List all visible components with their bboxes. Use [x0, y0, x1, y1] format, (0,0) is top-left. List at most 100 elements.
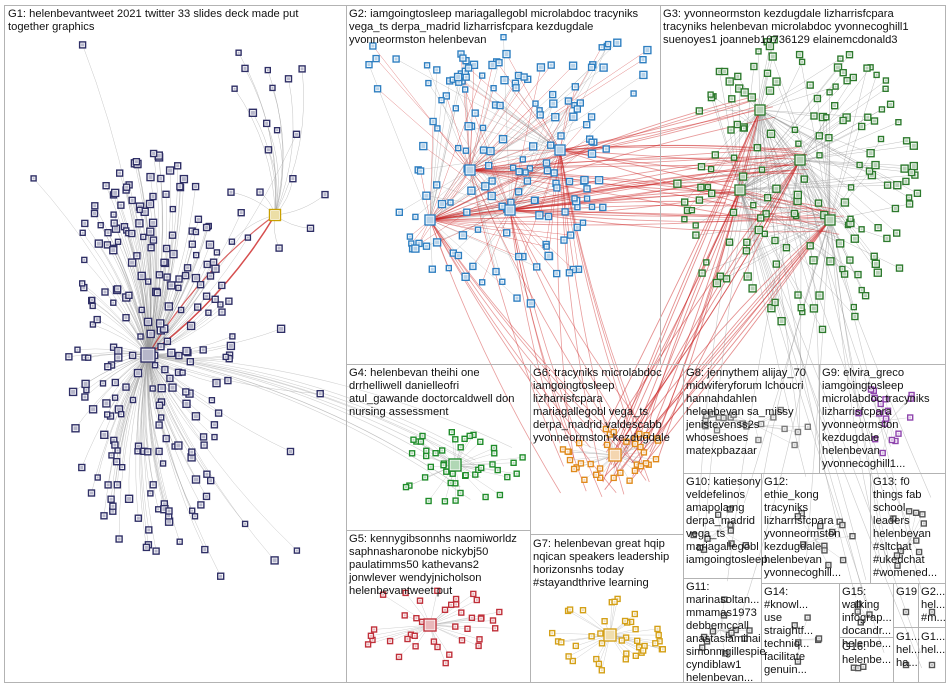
- graph-edge: [759, 56, 773, 111]
- graph-node-fill: [164, 437, 168, 441]
- graph-node-fill: [194, 231, 197, 233]
- graph-edge: [469, 169, 647, 481]
- graph-node-fill: [184, 401, 189, 406]
- graph-node: [132, 157, 141, 166]
- graph-node: [81, 219, 89, 228]
- graph-edge: [488, 165, 511, 211]
- graph-node-fill: [106, 483, 110, 487]
- graph-node: [149, 192, 157, 201]
- graph-node-fill: [219, 574, 223, 578]
- graph-node: [144, 448, 152, 456]
- graph-edge: [829, 219, 890, 578]
- graph-edge: [82, 283, 149, 356]
- graph-edge: [612, 189, 741, 466]
- graph-edge: [739, 189, 885, 653]
- graph-edge: [758, 51, 761, 111]
- graph-node-fill: [217, 411, 221, 415]
- graph-node: [137, 333, 144, 340]
- graph-node-fill: [164, 192, 168, 196]
- graph-node: [194, 215, 203, 224]
- graph-edge: [429, 69, 438, 221]
- graph-edge: [559, 145, 803, 153]
- graph-node: [202, 492, 211, 501]
- graph-node: [145, 526, 153, 534]
- graph-node-fill: [113, 381, 117, 384]
- graph-node-fill: [116, 349, 121, 354]
- graph-edge: [610, 109, 761, 465]
- graph-edge: [457, 76, 561, 151]
- graph-node-fill: [214, 381, 219, 386]
- graph-node-fill: [109, 497, 113, 501]
- graph-node-fill: [199, 503, 203, 507]
- graph-edge: [739, 61, 803, 191]
- graph-edge: [509, 209, 829, 217]
- group-box-g11: [683, 578, 762, 683]
- group-box-g14: [761, 583, 840, 683]
- graph-node-fill: [90, 491, 93, 495]
- graph-node: [87, 489, 96, 497]
- group-box-g6: [530, 364, 684, 535]
- graph-node-fill: [165, 339, 169, 343]
- group-box-g5: [346, 530, 531, 683]
- graph-node-fill: [250, 110, 255, 115]
- graph-edge: [799, 159, 905, 169]
- graph-node-fill: [568, 180, 571, 183]
- graph-edge: [469, 106, 754, 171]
- graph-edge: [759, 109, 918, 194]
- graph-node: [114, 238, 122, 246]
- graph-node: [110, 188, 120, 198]
- graph-node: [88, 296, 96, 304]
- graph-node-fill: [461, 80, 464, 83]
- graph-node: [422, 242, 431, 250]
- graph-edge: [429, 219, 565, 241]
- graph-node: [208, 397, 216, 404]
- graph-node-fill: [138, 208, 141, 211]
- graph-edge: [469, 105, 769, 171]
- graph-node-fill: [460, 233, 465, 238]
- graph-node: [136, 206, 143, 214]
- graph-node: [91, 202, 99, 210]
- graph-node: [179, 369, 186, 376]
- graph-edge: [759, 109, 800, 434]
- graph-node: [182, 346, 191, 356]
- graph-node-fill: [116, 355, 121, 360]
- graph-node-fill: [91, 299, 93, 301]
- group-box-g16: [839, 637, 894, 683]
- graph-edge: [368, 624, 431, 645]
- graph-edge: [559, 146, 807, 155]
- graph-edge: [234, 88, 276, 216]
- graph-edge: [799, 159, 877, 264]
- graph-edge: [429, 219, 519, 257]
- graph-edge: [614, 454, 657, 460]
- graph-node-fill: [112, 221, 116, 225]
- graph-node-fill: [205, 262, 209, 266]
- graph-node: [231, 85, 238, 92]
- graph-node-fill: [246, 236, 249, 239]
- graph-node-fill: [266, 148, 270, 152]
- graph-node-fill: [147, 280, 150, 283]
- graph-node-fill: [111, 509, 115, 513]
- graph-node: [565, 177, 574, 186]
- graph-node-fill: [205, 294, 209, 298]
- graph-edge: [636, 219, 831, 465]
- graph-node: [192, 251, 200, 259]
- graph-node: [264, 146, 273, 154]
- graph-node: [165, 507, 173, 515]
- graph-edge: [100, 225, 149, 356]
- graph-node: [113, 285, 122, 293]
- graph-node-fill: [229, 190, 233, 194]
- graph-node-fill: [106, 231, 110, 235]
- graph-edge: [799, 159, 879, 228]
- graph-edge: [909, 514, 923, 541]
- graph-edge: [147, 134, 297, 356]
- graph-node-fill: [115, 483, 119, 487]
- graph-edge: [509, 209, 831, 219]
- graph-node-fill: [154, 549, 158, 553]
- graph-edge: [613, 159, 801, 469]
- graph-node: [122, 183, 131, 191]
- graph-edge: [147, 354, 513, 448]
- graph-node: [201, 545, 209, 554]
- graph-node-fill: [228, 343, 233, 348]
- graph-node-fill: [193, 414, 198, 419]
- graph-node: [149, 149, 158, 158]
